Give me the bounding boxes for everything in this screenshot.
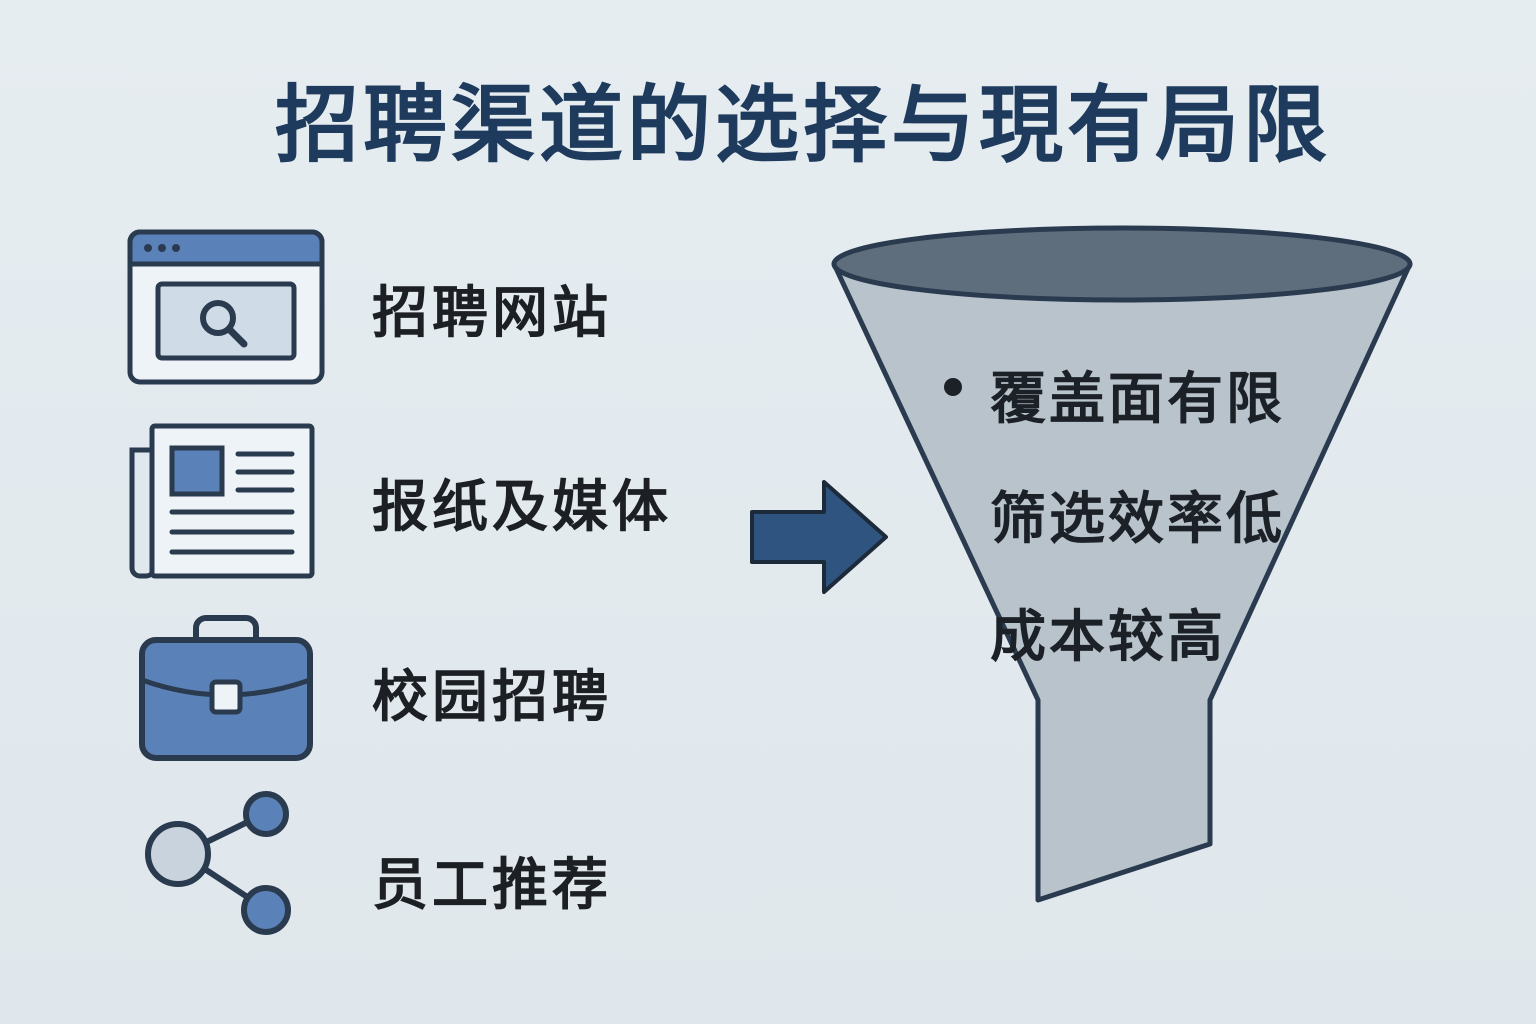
share-network-icon	[145, 791, 291, 935]
funnel-item-limited-coverage: 覆盖面有限	[990, 367, 1285, 432]
funnel-item-high-cost: 成本较高	[990, 605, 1226, 670]
channel-label-newspaper-media: 报纸及媒体	[372, 475, 672, 540]
funnel-shape	[831, 225, 1413, 903]
arrow-right-icon	[750, 480, 888, 594]
diagram-title: 招聘渠道的选择与現有局限	[274, 76, 1331, 174]
funnel-item-low-screening-efficiency: 筛选效率低	[990, 487, 1285, 552]
channel-label-recruitment-website: 招聘网站	[372, 281, 612, 346]
briefcase-icon	[139, 615, 313, 761]
browser-search-icon	[127, 229, 325, 385]
channel-label-employee-referral: 员工推荐	[372, 853, 612, 918]
newspaper-icon	[129, 423, 315, 579]
funnel-bullet-dot	[944, 378, 962, 396]
channel-label-campus-recruitment: 校园招聘	[372, 665, 612, 730]
